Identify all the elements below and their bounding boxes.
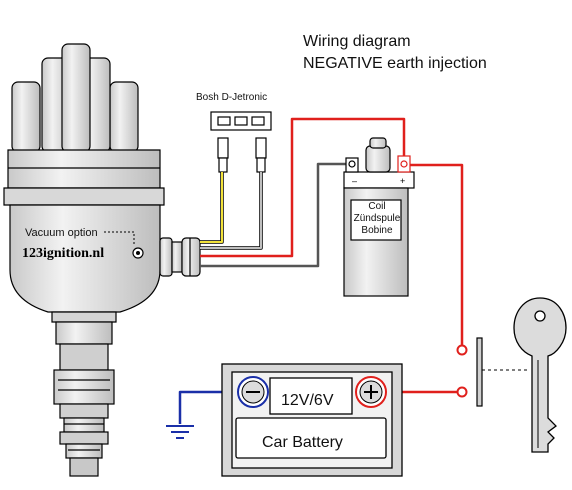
- coil-label-fr: Bobine: [361, 225, 393, 236]
- cable-gland: [159, 237, 201, 277]
- vacuum-option-label: Vacuum option: [25, 227, 98, 239]
- brand-label: 123ignition.nl: [22, 246, 105, 261]
- ignition-switch: [456, 337, 483, 407]
- jetronic-connector: [210, 111, 272, 173]
- coil-minus-sign-icon: –: [352, 176, 357, 186]
- coil-plus-sign-icon: +: [400, 176, 405, 186]
- wires: [178, 117, 528, 424]
- coil-positive-terminal: [397, 155, 411, 173]
- key-icon: [513, 297, 567, 453]
- coil-label-en: Coil: [368, 201, 386, 212]
- distributor: [3, 43, 201, 477]
- distributor-body: [3, 187, 165, 477]
- battery-voltage-label: 12V/6V: [281, 392, 334, 409]
- battery-positive-terminal-icon: [355, 376, 387, 408]
- battery-negative-terminal-icon: [237, 376, 269, 408]
- ignition-coil: – +: [343, 137, 415, 297]
- battery-label: Car Battery: [262, 434, 343, 451]
- diagram-subtitle: NEGATIVE earth injection: [303, 55, 487, 72]
- vacuum-port-icon: [104, 231, 144, 259]
- connector-label: Bosh D-Jetronic: [196, 92, 268, 103]
- distributor-cap: [7, 43, 161, 189]
- earth-ground-icon: [166, 425, 194, 439]
- diagram-title: Wiring diagram: [303, 33, 411, 50]
- coil-negative-terminal: [345, 157, 359, 173]
- coil-label-de: Zündspule: [353, 213, 401, 224]
- car-battery: [221, 363, 403, 477]
